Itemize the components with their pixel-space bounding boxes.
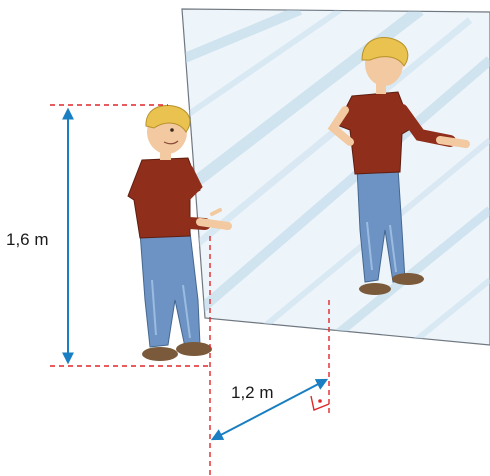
right-angle-mark: [310, 395, 330, 411]
distance-arrow: [210, 378, 329, 441]
dashed-guides: [50, 104, 330, 476]
boy-figure: [127, 104, 232, 361]
height-label: 1,6 m: [6, 230, 49, 249]
boy-reflection: [327, 37, 470, 295]
mirror: [181, 8, 490, 346]
distance-label: 1,2 m: [231, 383, 274, 402]
